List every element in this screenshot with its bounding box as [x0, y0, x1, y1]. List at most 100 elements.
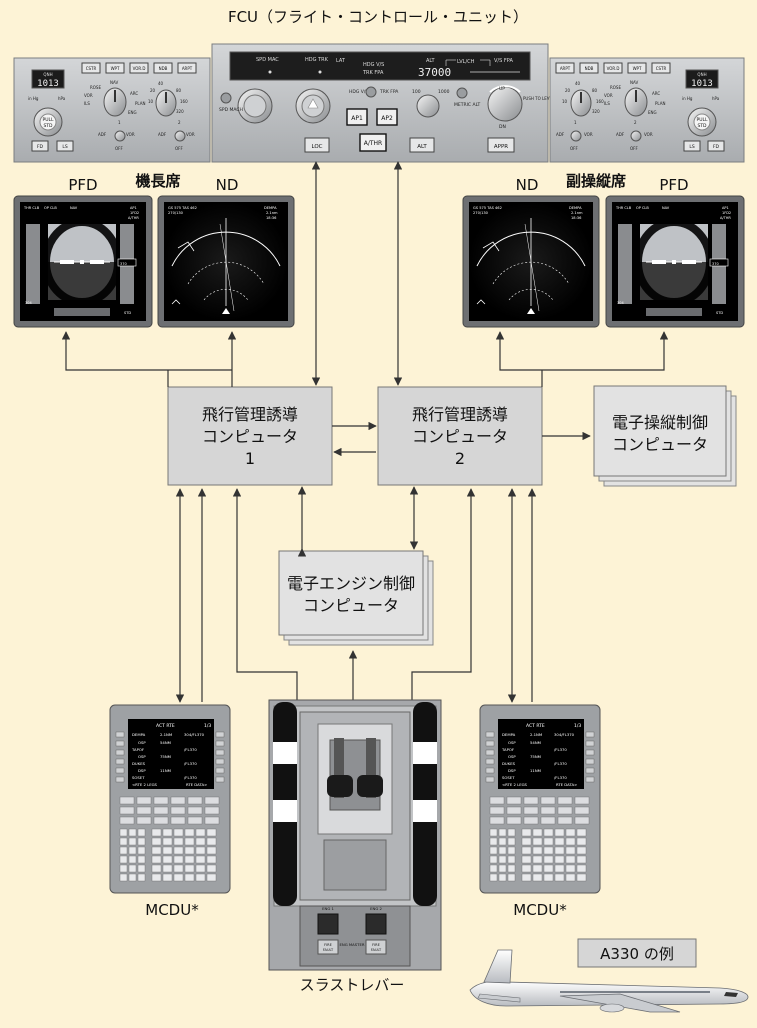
mcdu-function-key[interactable] [557, 796, 573, 805]
mcdu-line-select-key[interactable] [485, 758, 495, 765]
mcdu-alpha-key[interactable] [184, 846, 195, 855]
alt-button[interactable]: ALT [409, 137, 435, 153]
mcdu-function-key[interactable] [523, 796, 539, 805]
mcdu-function-key[interactable] [136, 806, 152, 815]
fd-button-right[interactable]: FD [707, 140, 725, 152]
mcdu-alpha-key[interactable] [195, 846, 206, 855]
mcdu-function-key[interactable] [489, 806, 505, 815]
mcdu-line-select-key[interactable] [215, 731, 225, 738]
mcdu-alpha-key[interactable] [162, 837, 173, 846]
mcdu-alpha-key[interactable] [184, 873, 195, 882]
mcdu-alpha-key[interactable] [162, 855, 173, 864]
mcdu-function-key[interactable] [506, 796, 522, 805]
navaid1-switch-right[interactable] [570, 130, 582, 142]
mcdu-number-key[interactable] [137, 855, 146, 864]
navaid1-switch-left[interactable] [114, 130, 126, 142]
mcdu-alpha-key[interactable] [206, 846, 217, 855]
mcdu-line-select-key[interactable] [115, 758, 125, 765]
mcdu-alpha-key[interactable] [543, 837, 554, 846]
mcdu-line-select-key[interactable] [585, 776, 595, 783]
mcdu-line-select-key[interactable] [115, 749, 125, 756]
mcdu-alpha-key[interactable] [162, 873, 173, 882]
mcdu-line-select-key[interactable] [215, 749, 225, 756]
loc-button[interactable]: LOC [304, 137, 330, 153]
mcdu-function-key[interactable] [187, 796, 203, 805]
mcdu-alpha-key[interactable] [554, 828, 565, 837]
mcdu-alpha-key[interactable] [184, 864, 195, 873]
mcdu-number-key[interactable] [128, 864, 137, 873]
mcdu-function-key[interactable] [489, 796, 505, 805]
mcdu-function-key[interactable] [136, 816, 152, 825]
mcdu-function-key[interactable] [489, 816, 505, 825]
mcdu-function-key[interactable] [506, 806, 522, 815]
mcdu-function-key[interactable] [119, 806, 135, 815]
mcdu-function-key[interactable] [540, 796, 556, 805]
mcdu-number-key[interactable] [489, 846, 498, 855]
mcdu-line-select-key[interactable] [585, 749, 595, 756]
spd-mach-button[interactable] [220, 92, 232, 104]
mcdu-function-key[interactable] [574, 796, 590, 805]
mcdu-function-key[interactable] [153, 796, 169, 805]
mcdu-number-key[interactable] [119, 873, 128, 882]
mcdu-number-key[interactable] [489, 837, 498, 846]
mcdu-alpha-key[interactable] [195, 828, 206, 837]
mcdu-line-select-key[interactable] [215, 740, 225, 747]
mcdu-function-key[interactable] [540, 816, 556, 825]
mcdu-function-key[interactable] [557, 816, 573, 825]
mcdu-number-key[interactable] [137, 846, 146, 855]
mcdu-alpha-key[interactable] [565, 828, 576, 837]
mcdu-alpha-key[interactable] [195, 855, 206, 864]
mcdu-alpha-key[interactable] [195, 864, 206, 873]
mcdu-number-key[interactable] [507, 864, 516, 873]
navaid2-switch-right[interactable] [630, 130, 642, 142]
ls-button-left[interactable]: LS [56, 140, 74, 152]
mcdu-function-key[interactable] [119, 796, 135, 805]
mcdu-alpha-key[interactable] [532, 873, 543, 882]
efis-btn-wpt-left[interactable]: WPT [105, 62, 125, 74]
mcdu-number-key[interactable] [498, 864, 507, 873]
mcdu-line-select-key[interactable] [485, 731, 495, 738]
mcdu-alpha-key[interactable] [576, 837, 587, 846]
mcdu-function-key[interactable] [506, 816, 522, 825]
mcdu-number-key[interactable] [119, 864, 128, 873]
mcdu-keypad-left[interactable] [119, 796, 220, 882]
mcdu-function-key[interactable] [574, 816, 590, 825]
mcdu-alpha-key[interactable] [554, 837, 565, 846]
mcdu-function-key[interactable] [119, 816, 135, 825]
mcdu-alpha-key[interactable] [521, 828, 532, 837]
mcdu-alpha-key[interactable] [543, 846, 554, 855]
mcdu-alpha-key[interactable] [521, 846, 532, 855]
mcdu-alpha-key[interactable] [151, 846, 162, 855]
ap1-button[interactable]: AP1 [346, 108, 368, 126]
mcdu-line-select-key[interactable] [585, 740, 595, 747]
mcdu-alpha-key[interactable] [521, 855, 532, 864]
mcdu-line-select-key[interactable] [115, 776, 125, 783]
mcdu-alpha-key[interactable] [162, 864, 173, 873]
efis-btn-arpt-left[interactable]: ARPT [177, 62, 197, 74]
mcdu-alpha-key[interactable] [521, 873, 532, 882]
mcdu-alpha-key[interactable] [195, 837, 206, 846]
mcdu-number-key[interactable] [489, 873, 498, 882]
navaid2-switch-left[interactable] [174, 130, 186, 142]
metric-alt-button[interactable] [456, 87, 468, 99]
mcdu-line-select-key[interactable] [215, 767, 225, 774]
mcdu-alpha-key[interactable] [206, 828, 217, 837]
mcdu-number-key[interactable] [128, 828, 137, 837]
mcdu-number-key[interactable] [507, 855, 516, 864]
vs-knob[interactable] [487, 86, 523, 122]
mcdu-number-key[interactable] [507, 828, 516, 837]
mcdu-function-key[interactable] [204, 816, 220, 825]
mcdu-number-key[interactable] [119, 828, 128, 837]
mcdu-alpha-key[interactable] [576, 864, 587, 873]
mcdu-alpha-key[interactable] [554, 873, 565, 882]
mcdu-function-key[interactable] [153, 816, 169, 825]
mcdu-alpha-key[interactable] [206, 873, 217, 882]
mcdu-line-select-key[interactable] [115, 767, 125, 774]
mcdu-number-key[interactable] [119, 846, 128, 855]
mcdu-alpha-key[interactable] [532, 828, 543, 837]
mcdu-number-key[interactable] [137, 828, 146, 837]
mcdu-number-key[interactable] [507, 837, 516, 846]
mcdu-alpha-key[interactable] [576, 846, 587, 855]
ap2-button[interactable]: AP2 [376, 108, 398, 126]
fd-button-left[interactable]: FD [31, 140, 49, 152]
